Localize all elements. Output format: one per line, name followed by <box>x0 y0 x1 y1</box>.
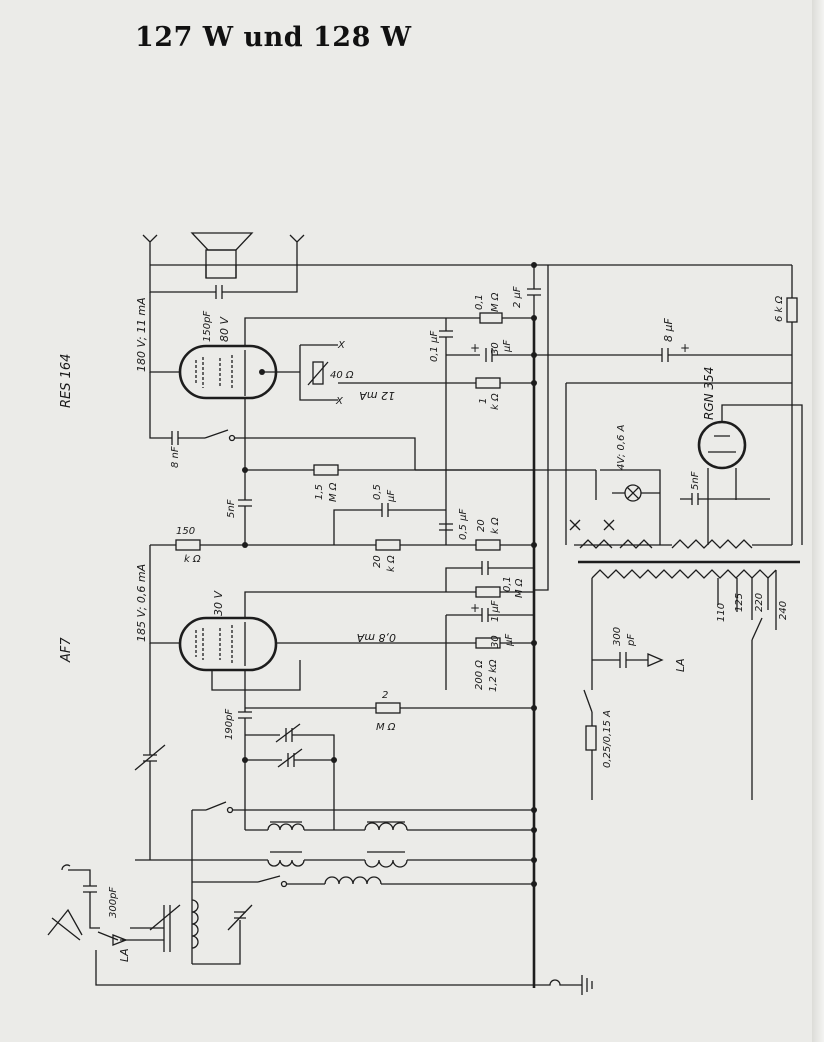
tube-label-af7: AF7 <box>59 637 74 663</box>
label-05uf-b: μF <box>386 490 397 503</box>
label-30uf-b: μF <box>502 340 513 353</box>
label-rgn354: RGN 354 <box>702 367 716 420</box>
resistor-15mohm <box>313 464 339 476</box>
label-200ohm: 200 Ω <box>474 660 485 690</box>
page-title: 127 W und 128 W <box>135 22 412 53</box>
label-300pf-a: 300 <box>612 627 623 646</box>
label-08ma: 0,8 mA <box>357 631 396 644</box>
resistor-20kohm-a <box>375 539 401 551</box>
tube-label-res164: RES 164 <box>59 354 74 408</box>
tube-af7 <box>178 616 278 672</box>
label-tap-220: 220 <box>754 593 765 612</box>
label-1kohm-b: k Ω <box>490 393 501 410</box>
label-30uf-a: 30 <box>490 342 501 355</box>
label-plus-3: + <box>470 601 480 615</box>
label-1uf: 1 μF <box>490 600 501 622</box>
label-30uf2-a: 30 <box>490 635 501 648</box>
label-150k-b: k Ω <box>184 554 201 565</box>
label-30uf2-b: μF <box>504 634 515 647</box>
label-01mohm-a: 0,1 <box>474 294 485 310</box>
resistor-1kohm <box>475 377 501 389</box>
label-fuse: 0,25/0,15 A <box>602 710 613 768</box>
resistor-150kohm <box>175 539 201 551</box>
label-20k-b: k Ω <box>386 555 397 572</box>
label-20k2-b: k Ω <box>490 517 501 534</box>
label-8uf: 8 μF <box>662 318 675 342</box>
speaker-bypass-capacitor <box>149 265 298 299</box>
anode-voltage-res164: 80 V <box>218 316 231 342</box>
antenna-icon <box>47 908 83 941</box>
label-tap-110: 110 <box>716 603 727 622</box>
resistor-2mohm <box>375 702 401 714</box>
loudspeaker-icon <box>190 232 254 279</box>
label-8nf: 8 nF <box>170 446 181 468</box>
label-tap-125: 125 <box>734 593 745 612</box>
label-300pf-ant: 300pF <box>108 887 119 918</box>
label-x-1: X <box>337 340 346 351</box>
la-arrow-icon <box>647 653 664 667</box>
label-05uf2: 0,5 μF <box>458 509 469 540</box>
label-12k: 1,2 kΩ <box>488 659 499 692</box>
label-12ma: 12 mA <box>359 389 395 402</box>
label-plus-2: + <box>680 341 690 355</box>
label-15m-a: 1,5 <box>314 484 325 500</box>
label-tap-240: 240 <box>778 601 789 620</box>
label-la-mains: LA <box>674 658 687 672</box>
label-1kohm-a: 1 <box>478 398 489 404</box>
label-20k-a: 20 <box>372 555 383 568</box>
label-5nf-b: 5nF <box>690 471 701 490</box>
label-x-2: X <box>335 396 344 407</box>
tube-voltage-res164: 180 V; 11 mA <box>135 297 148 372</box>
label-la-antenna: LA <box>118 948 131 962</box>
label-150pf: 150pF <box>202 311 213 342</box>
label-190pf: 190pF <box>224 709 235 740</box>
switch-tone <box>204 429 229 439</box>
label-2m-a: 2 <box>382 690 388 701</box>
resistor-20kohm-b <box>475 539 501 551</box>
label-01m2-b: M Ω <box>514 578 525 598</box>
label-300pf-b: pF <box>626 634 637 647</box>
label-2m-b: M Ω <box>376 722 396 733</box>
label-40ohm: 40 Ω <box>330 370 354 381</box>
label-2uf: 2 μF <box>512 286 523 308</box>
label-05uf-a: 0,5 <box>372 484 383 500</box>
resistor-01mohm-b <box>475 586 501 598</box>
label-01mohm-b: M Ω <box>490 292 501 312</box>
tube-rgn354 <box>697 420 747 470</box>
label-01m2-a: 0,1 <box>502 576 513 592</box>
label-01uf: 0,1 μF <box>429 331 440 362</box>
voltage-selector-switch <box>751 617 763 641</box>
ground-icon <box>581 975 593 995</box>
label-15m-b: M Ω <box>328 482 339 502</box>
output-terminal-right <box>289 234 305 265</box>
tube-res164 <box>178 344 278 400</box>
label-5nf: 5nF <box>226 499 237 518</box>
output-terminal-left <box>142 234 158 265</box>
anode-voltage-af7: 30 V <box>212 590 225 616</box>
resistor-6kohm <box>786 297 798 323</box>
label-150k-a: 150 <box>176 526 195 537</box>
label-plus-1: + <box>470 341 480 355</box>
label-6k: 6 k Ω <box>774 295 785 322</box>
tube-voltage-af7: 185 V; 0,6 mA <box>135 564 148 642</box>
page-edge <box>812 0 824 1042</box>
8uf-line <box>534 348 792 362</box>
mains-switch <box>583 689 593 713</box>
resistor-01mohm <box>479 312 503 324</box>
label-lamp: 4V; 0,6 A <box>616 424 627 470</box>
label-20k2-a: 20 <box>476 519 487 532</box>
fuse <box>585 725 597 751</box>
